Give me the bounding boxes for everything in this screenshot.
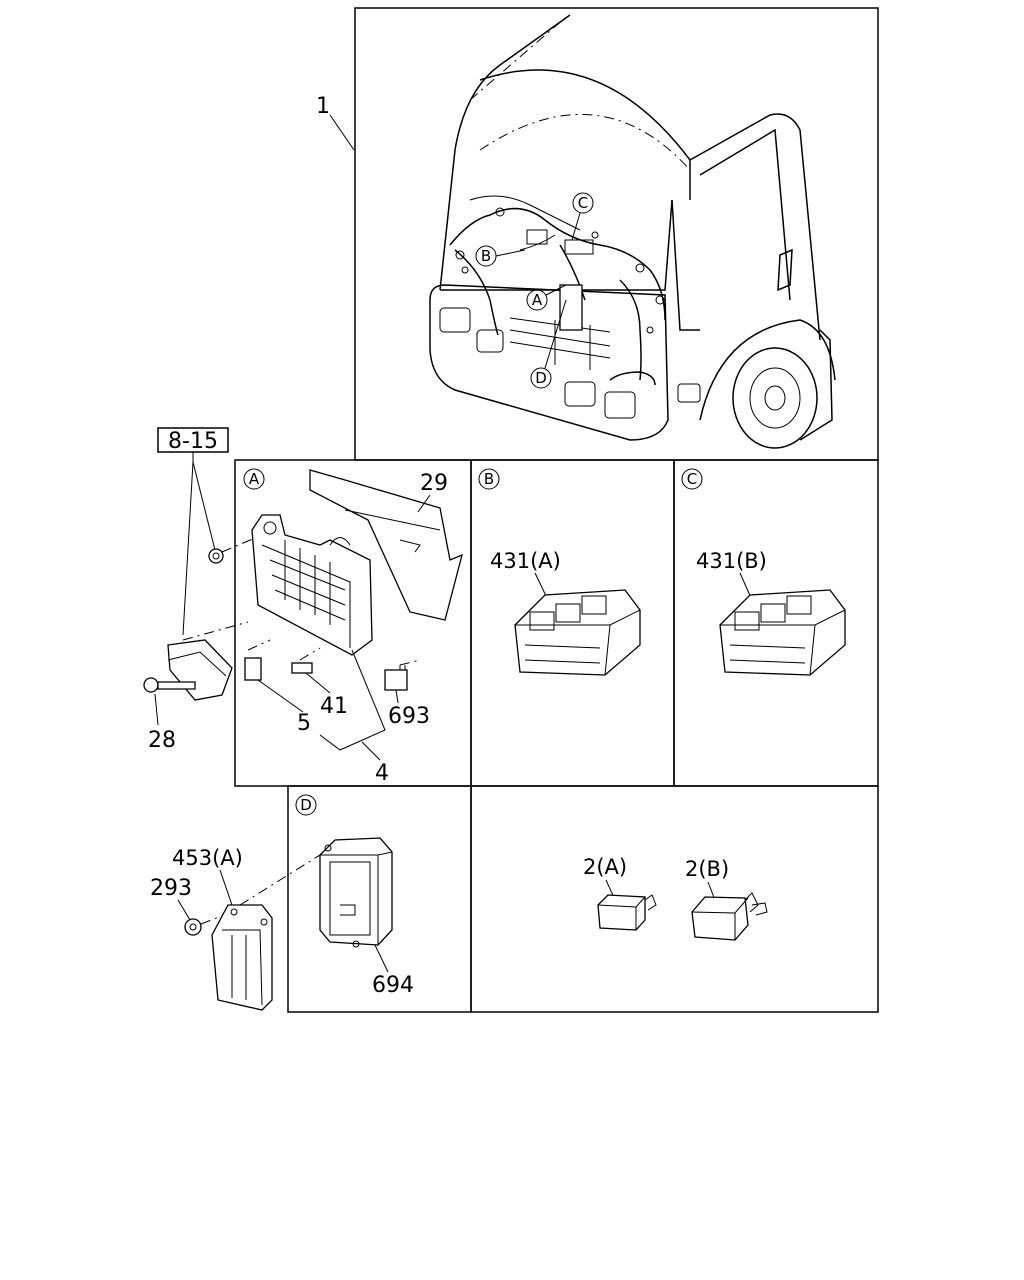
callout-a-top: A	[532, 291, 543, 309]
relay-2a-illustration	[597, 894, 657, 931]
panel-frames	[234, 7, 879, 1013]
bracket-illustration	[167, 639, 233, 701]
nut-illustration	[208, 548, 224, 564]
connector-431a-illustration	[514, 589, 641, 676]
callout-c-panel: C	[687, 470, 697, 488]
relay-693-illustration	[384, 665, 408, 691]
callout-c-top: C	[578, 194, 588, 212]
module-694-illustration	[319, 837, 393, 948]
fuse-box-illustration	[251, 514, 373, 656]
callout-d-top: D	[535, 369, 547, 387]
connector-431b-illustration	[719, 589, 846, 676]
relay-2b-illustration	[691, 892, 768, 941]
label-fuse-a: 5	[297, 711, 311, 736]
label-harness: 1	[316, 94, 330, 119]
truck-cab-illustration	[429, 14, 836, 449]
fuse-mini-illustration	[291, 662, 313, 674]
label-relay-2a: 2(A)	[583, 855, 627, 879]
callout-b-panel: B	[484, 470, 494, 488]
label-bracket-453a: 453(A)	[172, 846, 243, 870]
label-fuse-b: 41	[320, 694, 348, 719]
label-relay-2b: 2(B)	[685, 857, 729, 881]
label-nut-293: 293	[150, 876, 192, 901]
callout-d-panel: D	[300, 796, 312, 814]
callout-a-panel: A	[249, 470, 260, 488]
label-fuse-set: 4	[375, 761, 389, 786]
label-cover: 29	[420, 471, 448, 496]
nut-293-illustration	[184, 918, 202, 936]
label-connector-431b: 431(B)	[696, 549, 767, 573]
fuse-small-illustration	[244, 657, 262, 681]
bracket-453a-illustration	[211, 904, 273, 1011]
label-module-694: 694	[372, 973, 414, 998]
label-relay-693: 693	[388, 704, 430, 729]
label-bolt: 28	[148, 728, 176, 753]
bolt-illustration	[143, 677, 196, 693]
fuse-box-cover-illustration	[309, 469, 463, 621]
label-connector-431a: 431(A)	[490, 549, 561, 573]
callout-b-top: B	[481, 247, 491, 265]
label-ref-box: 8-15	[168, 429, 218, 454]
